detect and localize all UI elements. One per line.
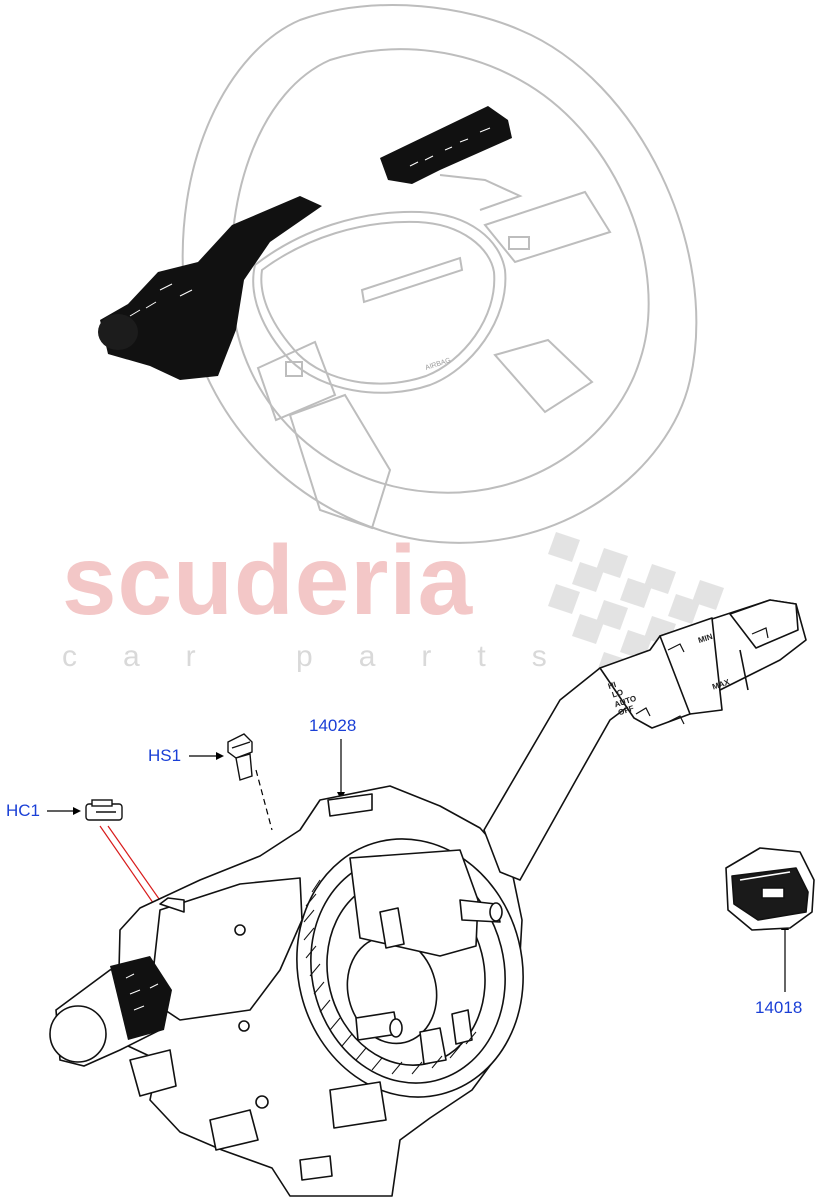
callout-hs1: HS1 bbox=[148, 746, 182, 765]
bolt-dash-line bbox=[255, 769, 273, 831]
assembly-detail-strokes bbox=[303, 879, 477, 1075]
switch-module-14018 bbox=[725, 847, 815, 931]
wiper-icons bbox=[635, 627, 769, 725]
callout-leaders bbox=[47, 739, 786, 992]
watermark-tagline: car parts bbox=[62, 640, 593, 673]
watermark-brand: scuderia bbox=[62, 525, 474, 635]
bolt-hs1 bbox=[227, 733, 253, 781]
watermark-flag bbox=[548, 532, 724, 682]
wiper-stalk bbox=[483, 599, 807, 881]
callout-hc1: HC1 bbox=[6, 801, 41, 820]
callout-14018: 14018 bbox=[755, 998, 803, 1017]
left-stalk-on-wheel bbox=[98, 196, 322, 380]
right-stalk-on-wheel bbox=[380, 106, 512, 184]
callout-14028: 14028 bbox=[309, 716, 357, 735]
light-switch-stalk bbox=[49, 956, 172, 1067]
column-switch-assembly-14028 bbox=[117, 785, 524, 1197]
clip-hc1 bbox=[85, 799, 123, 821]
hc1-red-leaders bbox=[99, 825, 165, 911]
